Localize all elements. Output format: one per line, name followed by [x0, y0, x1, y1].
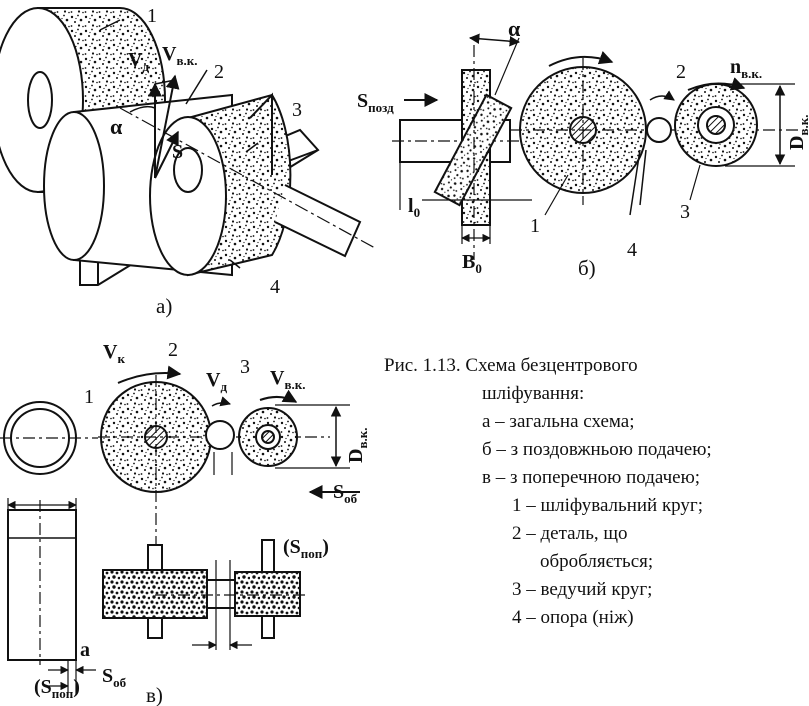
- a-alpha: α: [110, 114, 123, 139]
- b-nvk-label: nв.к.: [730, 56, 762, 81]
- b-l0-label: l0: [408, 195, 420, 220]
- c-sob2-label: Sоб: [102, 665, 127, 690]
- tilted-regulating-wheel: [433, 93, 513, 207]
- b-dvk-label: Dв.к.: [786, 115, 809, 150]
- b-num-3: 3: [680, 201, 690, 223]
- panel-a-drawing: [0, 7, 376, 286]
- c-spop-label: (Sпоп): [283, 536, 329, 561]
- caption-item-3: 3 – ведучий круг;: [512, 579, 653, 600]
- c-num-1: 1: [84, 386, 94, 408]
- caption-item-2: 2 – деталь, що: [512, 523, 628, 544]
- b-num-1: 1: [530, 215, 540, 237]
- caption-item-c: в – з поперечною подачею;: [482, 467, 701, 488]
- panel-c-workpiece: [205, 420, 235, 450]
- b-num-4: 4: [627, 239, 637, 261]
- a-s-label: S: [172, 141, 183, 163]
- b-alpha: α: [508, 16, 521, 41]
- b-s-label: Sпозд: [357, 90, 394, 115]
- a-panel-label: а): [156, 294, 172, 318]
- caption-item-a: а – загальна схема;: [482, 411, 635, 432]
- a-num-3: 3: [292, 99, 302, 121]
- b-panel-label: б): [578, 256, 596, 280]
- caption-item-2-cont: обробляється;: [540, 551, 654, 572]
- panel-b-drawing: [392, 33, 800, 260]
- caption-item-1: 1 – шліфувальний круг;: [512, 495, 704, 516]
- caption-item-b: б – з поздовжньою подачею;: [482, 439, 712, 460]
- b-num-2: 2: [676, 61, 686, 83]
- c-panel-label: в): [146, 683, 163, 706]
- c-spop2-label: (Sпоп): [34, 676, 80, 701]
- a-num-1: 1: [147, 5, 157, 27]
- caption-title-line1: Рис. 1.13. Схема безцентрового: [384, 355, 638, 376]
- caption-item-4: 4 – опора (ніж): [512, 607, 634, 628]
- c-num-2: 2: [168, 339, 178, 361]
- a-vvk-label: Vв.к.: [162, 43, 197, 68]
- panel-c-bottom-wheel: [102, 569, 208, 619]
- b-b0-label: B0: [462, 251, 482, 276]
- c-num-3: 3: [240, 356, 250, 378]
- a-vd-label: Vд: [128, 49, 149, 74]
- c-vk-label: Vк: [103, 341, 125, 366]
- panel-c-side-view: [7, 509, 77, 661]
- c-a-label: a: [80, 639, 90, 661]
- c-dvk-label: Dв.к.: [345, 428, 370, 463]
- panel-b-workpiece: [646, 117, 672, 143]
- c-sob-label: Sоб: [333, 481, 358, 506]
- caption-title-line2: шліфування:: [482, 383, 585, 404]
- c-vvk-label: Vв.к.: [270, 367, 305, 392]
- a-num-2: 2: [214, 61, 224, 83]
- panel-c-drawing: [0, 365, 360, 695]
- c-vd-label: Vд: [206, 369, 227, 394]
- a-num-4: 4: [270, 276, 280, 298]
